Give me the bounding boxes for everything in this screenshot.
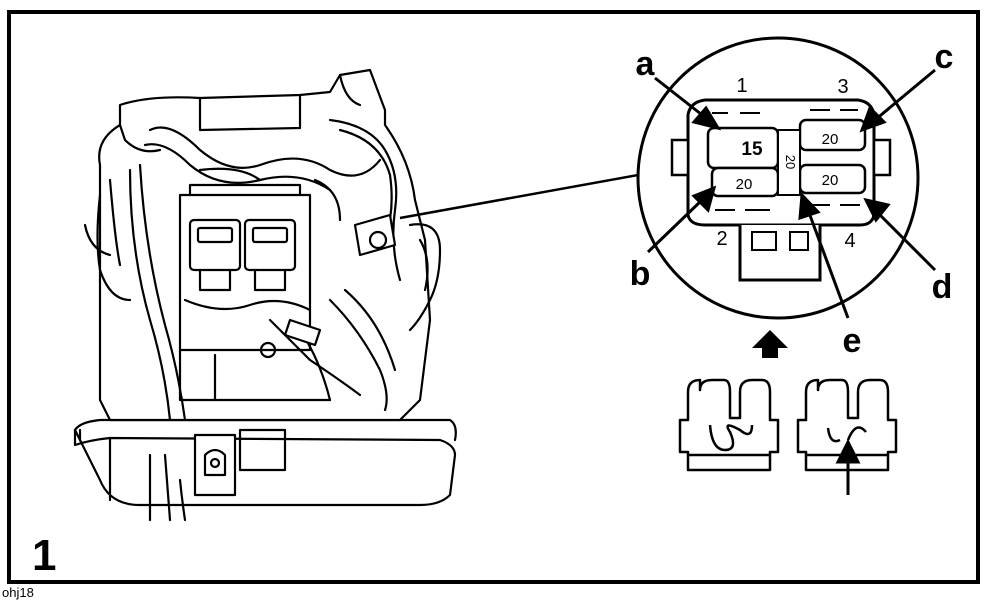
slot-number-4: 4 <box>844 230 855 252</box>
slot-number-2: 2 <box>716 228 727 250</box>
fuse-rating-b: 20 <box>736 176 753 193</box>
callout-label-e: e <box>843 322 862 360</box>
figure-code: ohj18 <box>2 585 34 600</box>
blown-indicator-arrow-icon <box>835 438 861 495</box>
callout-label-c: c <box>935 38 954 76</box>
leader-line <box>399 173 639 220</box>
callout-arrows <box>646 68 937 319</box>
callout-label-a: a <box>636 45 656 83</box>
fuse-rating-e: 20 <box>783 155 798 169</box>
callout-label-b: b <box>630 255 651 293</box>
figure-number: 1 <box>32 531 56 580</box>
callout-label-d: d <box>932 268 953 306</box>
fusebox-detail <box>636 36 920 320</box>
slot-number-1: 1 <box>736 75 747 97</box>
slot-number-3: 3 <box>837 76 848 98</box>
fuse-blown <box>796 378 898 472</box>
fuse-rating-c: 20 <box>822 131 839 148</box>
fuse-rating-d: 20 <box>822 172 839 189</box>
up-arrow-icon <box>752 330 788 358</box>
engine-illustration <box>73 68 457 522</box>
fuse-good <box>678 378 780 472</box>
fuse-rating-a: 15 <box>741 139 763 160</box>
